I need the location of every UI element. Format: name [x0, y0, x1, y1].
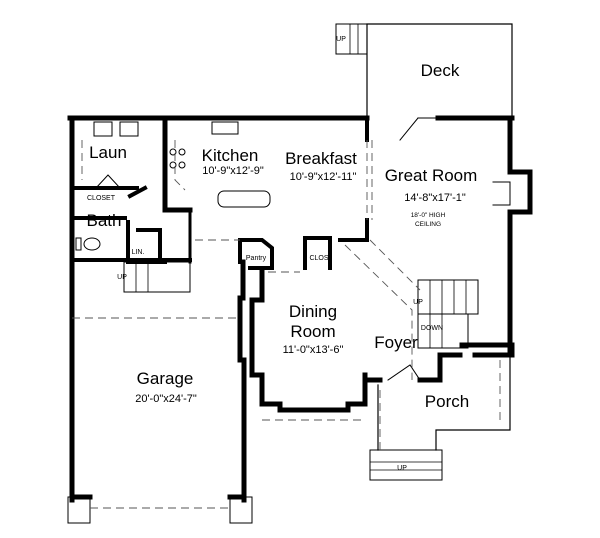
linen-label: LIN. [131, 249, 145, 256]
room-label-foyer: Foyer [374, 333, 418, 352]
main-stairs [417, 279, 479, 315]
room-label-dining-1: Dining [288, 302, 338, 321]
room-label-porch: Porch [424, 392, 470, 411]
great-room-ceiling-note-2: CEILING [414, 221, 442, 228]
great-room-ceiling-note-1: 18'-0" HIGH [410, 212, 446, 219]
porch-outline [377, 354, 511, 451]
great-room-dimensions: 14'-8"x17'-1" [404, 192, 466, 204]
kitchen-island [217, 190, 271, 208]
garage-dimensions: 20'-0"x24'-7" [135, 393, 197, 405]
room-label-kitchen: Kitchen [201, 146, 259, 165]
room-label-great-room: Great Room [384, 166, 478, 185]
deck-outline [366, 23, 513, 119]
kitchen-dimensions: 10'-9"x12'-9" [202, 165, 264, 177]
room-label-breakfast: Breakfast [285, 149, 357, 168]
room-label-garage: Garage [136, 369, 194, 388]
porch-steps-up-label: UP [397, 465, 407, 472]
dining-dimensions: 11'-0"x13'-6" [282, 344, 344, 356]
garage-right-wall [237, 259, 247, 503]
room-label-deck: Deck [420, 61, 460, 80]
fireplace [507, 169, 533, 215]
room-label-bath: Bath [86, 211, 122, 230]
deck-stairs-up-label: UP [336, 36, 346, 43]
stairs-up-label: UP [413, 299, 423, 306]
room-label-laundry: Laun [89, 143, 127, 162]
room-label-dining-2: Room [290, 322, 336, 341]
porch-steps [369, 449, 443, 481]
clos-label: CLOS [309, 255, 329, 262]
pantry-label: Pantry [245, 255, 267, 262]
stairs-down-label: DOWN [420, 325, 444, 332]
deck-stairs [335, 23, 368, 55]
breakfast-dimensions: 10'-9"x12'-11" [289, 171, 357, 183]
closet-label: CLOSET [86, 195, 116, 202]
garage-stairs-up-label: UP [117, 274, 127, 281]
